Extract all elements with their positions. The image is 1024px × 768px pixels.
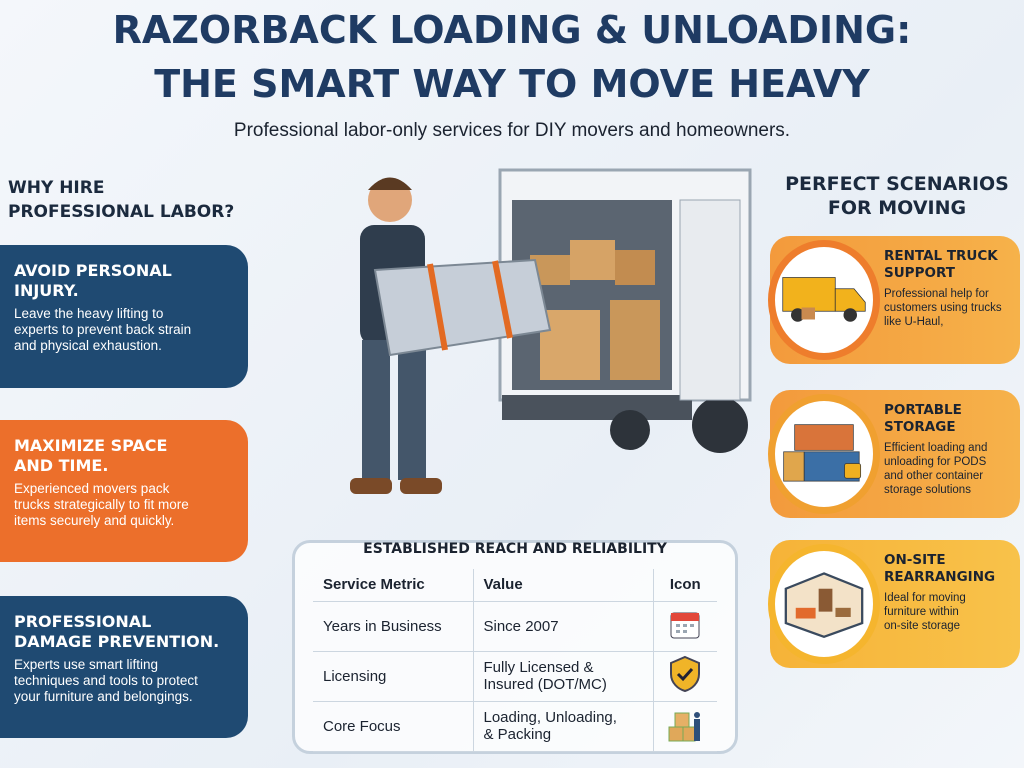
truck-icon [768,240,880,360]
card-title: REARRANGING [884,569,996,585]
card-desc: Leave the heavy lifting to [14,306,164,321]
card-title: PROFESSIONAL [14,612,152,631]
container-icon [768,394,880,514]
metric-cell: Licensing [313,651,473,702]
right-heading-1: PERFECT SCENARIOS [785,173,1009,195]
card-desc: storage solutions [884,484,971,496]
table-row: Core Focus Loading, Unloading,& Packing [313,701,717,752]
value-cell: Since 2007 [472,601,653,652]
table-row: Licensing Fully Licensed &Insured (DOT/M… [313,651,717,702]
metric-cell: Years in Business [313,601,473,652]
card-desc: like U-Haul, [884,316,944,328]
metric-cell: Core Focus [313,701,473,752]
right-heading: PERFECT SCENARIOS FOR MOVING [772,172,1022,220]
shield-check-icon [652,651,717,702]
reliability-table: ESTABLISHED REACH AND RELIABILITY Servic… [292,540,738,754]
card-desc: Experienced movers pack [14,481,170,496]
value-line: & Packing [483,726,552,743]
right-heading-2: FOR MOVING [827,197,967,219]
card-desc: unloading for PODS [884,456,987,468]
card-desc: Professional help for [884,288,989,300]
card-desc: and physical exhaustion. [14,338,162,353]
card-desc: Experts use smart lifting [14,657,159,672]
value-line: Since 2007 [483,617,559,635]
card-desc: customers using trucks [884,302,1002,314]
mover-truck-illustration [350,168,752,494]
room-icon [768,544,880,664]
card-desc: techniques and tools to protect [14,673,198,688]
card-desc: trucks strategically to fit more [14,497,189,512]
left-heading: WHY HIRE PROFESSIONAL LABOR? [8,176,248,224]
table-row: Years in Business Since 2007 [313,601,717,652]
calendar-icon [652,601,717,652]
card-desc: experts to prevent back strain [14,322,192,337]
title-line-1: RAZORBACK LOADING & UNLOADING: [112,8,912,52]
card-desc: furniture within [884,606,959,618]
column-header: Service Metric [313,569,473,602]
card-title: INJURY. [14,281,79,300]
card-title: ON-SITE [884,552,946,568]
column-header: Value [472,569,653,602]
card-title: AVOID PERSONAL [14,261,172,280]
left-heading-2: PROFESSIONAL LABOR? [8,202,235,222]
card-title: SUPPORT [884,265,955,281]
left-heading-1: WHY HIRE [8,178,105,198]
card-title: AND TIME. [14,456,109,475]
mover-person-icon [350,177,552,494]
benefit-card-space: MAXIMIZE SPACE AND TIME. Experienced mov… [0,420,248,562]
card-desc: Efficient loading and [884,442,988,454]
card-desc: items securely and quickly. [14,513,175,528]
card-title: PORTABLE [884,402,962,418]
truck-icon [498,168,752,453]
card-title: DAMAGE PREVENTION. [14,632,220,651]
card-title: RENTAL TRUCK [884,248,998,264]
card-desc: your furniture and belongings. [14,689,193,704]
value-line: Loading, Unloading, [483,709,617,726]
value-line: Insured (DOT/MC) [483,676,607,693]
column-header: Icon [652,569,717,602]
benefit-card-injury: AVOID PERSONAL INJURY. Leave the heavy l… [0,245,248,388]
card-desc: on-site storage [884,620,961,632]
title-line-2: THE SMART WAY TO MOVE HEAVY [154,62,870,106]
value-cell: Loading, Unloading,& Packing [472,701,653,752]
boxes-mover-icon [652,701,717,752]
value-cell: Fully Licensed &Insured (DOT/MC) [472,651,653,702]
table-header-row: Service Metric Value Icon [313,569,717,602]
benefit-card-damage: PROFESSIONAL DAMAGE PREVENTION. Experts … [0,596,248,738]
card-desc: and other container [884,470,984,482]
card-title: MAXIMIZE SPACE [14,436,168,455]
subtitle: Professional labor-only services for DIY… [233,120,791,141]
card-title: STORAGE [884,419,956,435]
card-desc: Ideal for moving [884,592,966,604]
table-title: ESTABLISHED REACH AND RELIABILITY [363,541,667,557]
value-line: Fully Licensed & [483,659,594,676]
